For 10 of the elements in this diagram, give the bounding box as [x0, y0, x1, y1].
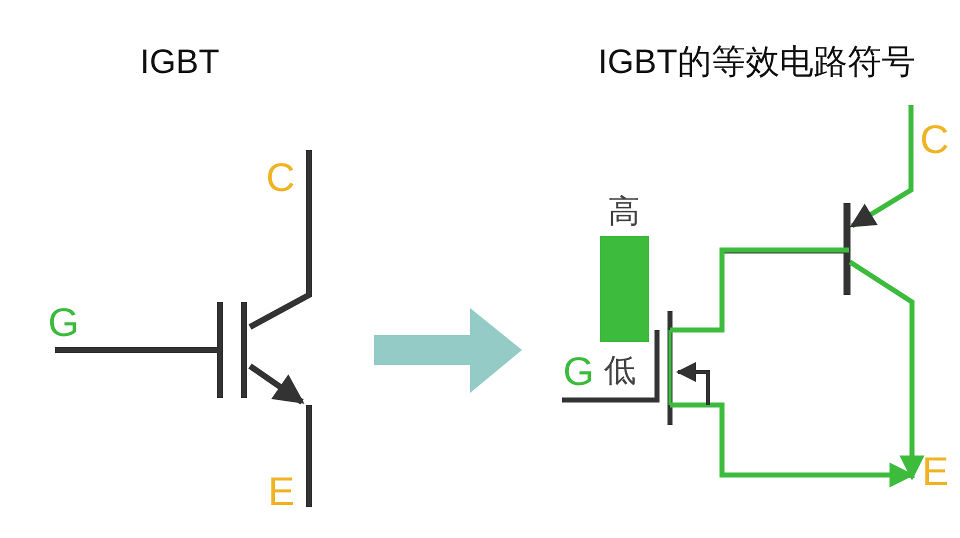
panel-heading: IGBT的等效电路符号 — [598, 45, 916, 79]
level-label: 高 — [608, 195, 640, 227]
panel-heading: IGBT — [140, 45, 220, 79]
terminal-label: G — [48, 303, 80, 343]
terminal-label: E — [922, 452, 949, 492]
level-label: 低 — [604, 354, 636, 386]
terminal-label: E — [268, 472, 295, 512]
terminal-label: C — [920, 120, 949, 160]
terminal-label: C — [266, 158, 295, 198]
terminal-label: G — [563, 352, 594, 392]
